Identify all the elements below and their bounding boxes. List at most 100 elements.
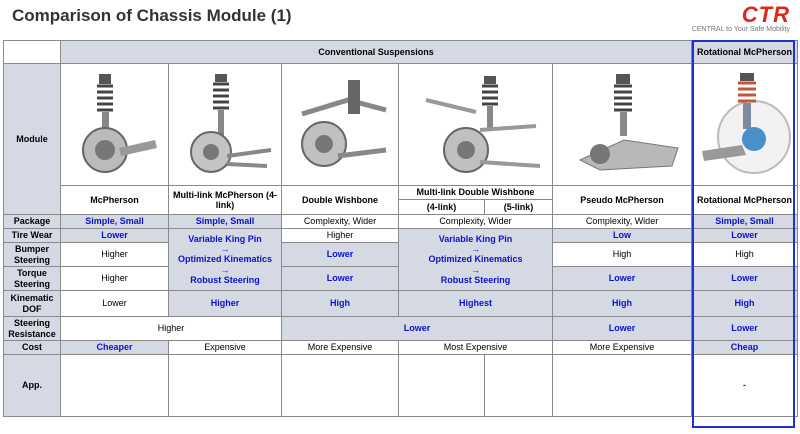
col-rotational-mcpherson: Rotational McPherson (691, 185, 799, 215)
package-pseudo-mcpherson: Complexity, Wider (551, 214, 693, 229)
conventional-header: Conventional Suspensions (59, 40, 693, 64)
app-multilink-mcpherson (168, 354, 282, 417)
package-multilink-mcpherson: Simple, Small (168, 214, 282, 229)
kinematic-dof-multilink-dw: Highest (398, 290, 553, 317)
merged-arrow-1: → (471, 243, 480, 254)
column-name-row-top: McPherson Multi-link McPherson (4-link) … (4, 185, 799, 215)
row-label-torque-steering: Torque Steering (3, 266, 61, 291)
torque-steering-row: Torque Steering Higher Lower Lower Lower (3, 266, 799, 291)
package-mcpherson: Simple, Small (60, 214, 169, 229)
cost-multilink-mcpherson: Expensive (168, 340, 282, 355)
multilink-double-wishbone-image (398, 63, 553, 186)
package-rotational: Simple, Small (691, 214, 799, 229)
multilink-dw-merged: Variable King Pin → Optimized Kinematics… (398, 228, 553, 291)
logo-tagline: CENTRAL to Your Safe Mobility (691, 26, 790, 33)
double-wishbone-suspension-icon (301, 79, 387, 167)
rotational-header: Rotational McPherson (691, 40, 799, 64)
col-pseudo-mcpherson: Pseudo McPherson (551, 185, 693, 215)
steering-resistance-pseudo-mcpherson: Lower (551, 316, 693, 341)
merged-line-1: Variable King Pin (188, 233, 262, 244)
tire-wear-double-wishbone: Higher (281, 228, 399, 243)
merged-line-3: Robust Steering (440, 275, 511, 286)
merged-line-3: Robust Steering (190, 275, 260, 286)
col-multilink-dw-4link: (4-link) (398, 199, 485, 215)
merged-line-2: Optimized Kinematics (177, 254, 273, 265)
app-double-wishbone (281, 354, 399, 417)
pseudo-mcpherson-suspension-icon (578, 73, 679, 171)
kinematic-dof-double-wishbone: High (281, 290, 399, 317)
col-mcpherson: McPherson (60, 185, 169, 215)
row-label-cost: Cost (3, 340, 61, 355)
torque-steering-rotational: Lower (691, 266, 799, 291)
col-double-wishbone: Double Wishbone (281, 185, 399, 215)
app-mcpherson (60, 354, 169, 417)
cost-rotational: Cheap (691, 340, 799, 355)
merged-line-2: Optimized Kinematics (428, 254, 523, 265)
steering-resistance-rotational: Lower (691, 316, 799, 341)
app-multilink-dw-4link (398, 354, 485, 417)
kinematic-dof-pseudo-mcpherson: High (551, 290, 693, 317)
column-name-row-bottom: (4-link) (5-link) (4, 199, 798, 215)
group-header-row: Conventional Suspensions Rotational McPh… (3, 40, 799, 64)
torque-steering-pseudo-mcpherson: Lower (551, 266, 693, 291)
row-label-tire-wear: Tire Wear (3, 228, 61, 243)
row-label-module: Module (3, 63, 61, 215)
multilink-double-wishbone-suspension-icon (425, 75, 540, 173)
steering-resistance-mcpherson-group: Higher (60, 316, 282, 341)
mcpherson-image (60, 63, 169, 186)
torque-steering-mcpherson: Higher (60, 266, 169, 291)
tire-wear-pseudo-mcpherson: Low (551, 228, 693, 243)
row-label-app: App. (3, 354, 61, 417)
kinematic-dof-row: Kinematic DOF Lower Higher High Highest … (3, 290, 799, 317)
app-pseudo-mcpherson (551, 354, 693, 417)
cost-mcpherson: Cheaper (60, 340, 169, 355)
module-image-row: Module (3, 63, 799, 215)
package-double-wishbone: Complexity, Wider (281, 214, 399, 229)
row-label-kinematic-dof: Kinematic DOF (3, 290, 61, 317)
app-row: App. - (3, 354, 799, 417)
bumper-steering-mcpherson: Higher (60, 242, 169, 267)
double-wishbone-image (281, 63, 399, 186)
cost-pseudo-mcpherson: More Expensive (551, 340, 693, 355)
bumper-steering-double-wishbone: Lower (281, 242, 399, 267)
corner-cell (3, 40, 61, 64)
tire-wear-mcpherson: Lower (60, 228, 169, 243)
cost-double-wishbone: More Expensive (281, 340, 399, 355)
bumper-steering-rotational: High (691, 242, 799, 267)
rotational-mcpherson-image (691, 63, 799, 186)
app-multilink-dw-5link (484, 354, 553, 417)
package-row: Package Simple, Small Simple, Small Comp… (3, 214, 799, 229)
merged-arrow-2: → (471, 264, 480, 275)
steering-resistance-dw-group: Lower (281, 316, 553, 341)
kinematic-dof-mcpherson: Lower (60, 290, 169, 317)
col-multilink-dw-5link: (5-link) (484, 199, 553, 215)
tire-wear-row: Tire Wear Lower Variable King Pin → Opti… (3, 228, 799, 291)
row-label-bumper-steering: Bumper Steering (3, 242, 61, 267)
tire-wear-rotational: Lower (691, 228, 799, 243)
merged-arrow-2: → (220, 264, 230, 275)
bumper-steering-pseudo-mcpherson: High (551, 242, 693, 267)
merged-line-1: Variable King Pin (438, 233, 513, 244)
cost-row: Cost Cheaper Expensive More Expensive Mo… (3, 340, 799, 355)
comparison-table: Conventional Suspensions Rotational McPh… (3, 40, 799, 417)
merged-arrow-1: → (220, 243, 230, 254)
multilink-mcpherson-suspension-icon (190, 73, 272, 173)
col-multilink-double-wishbone: Multi-link Double Wishbone (398, 185, 553, 200)
ctr-logo: CTR CENTRAL to Your Safe Mobility (670, 2, 790, 34)
logo-mark: CTR (741, 2, 790, 27)
multilink-mcpherson-merged: Variable King Pin → Optimized Kinematics… (168, 228, 282, 291)
kinematic-dof-multilink-mcpherson: Higher (168, 290, 282, 317)
bumper-steering-row: Bumper Steering Higher Lower High High (3, 242, 799, 267)
app-rotational: - (691, 354, 799, 417)
row-label-steering-resistance: Steering Resistance (3, 316, 61, 341)
cost-multilink-dw: Most Expensive (398, 340, 553, 355)
package-multilink-dw: Complexity, Wider (398, 214, 553, 229)
rotational-mcpherson-suspension-icon (701, 72, 791, 174)
row-label-package: Package (3, 214, 61, 229)
multilink-mcpherson-image (168, 63, 282, 186)
kinematic-dof-rotational: High (691, 290, 799, 317)
col-multilink-mcpherson: Multi-link McPherson (4-link) (168, 185, 282, 215)
steering-resistance-row: Steering Resistance Higher Lower Lower L… (3, 316, 799, 341)
mcpherson-suspension-icon (81, 73, 157, 173)
torque-steering-double-wishbone: Lower (281, 266, 399, 291)
